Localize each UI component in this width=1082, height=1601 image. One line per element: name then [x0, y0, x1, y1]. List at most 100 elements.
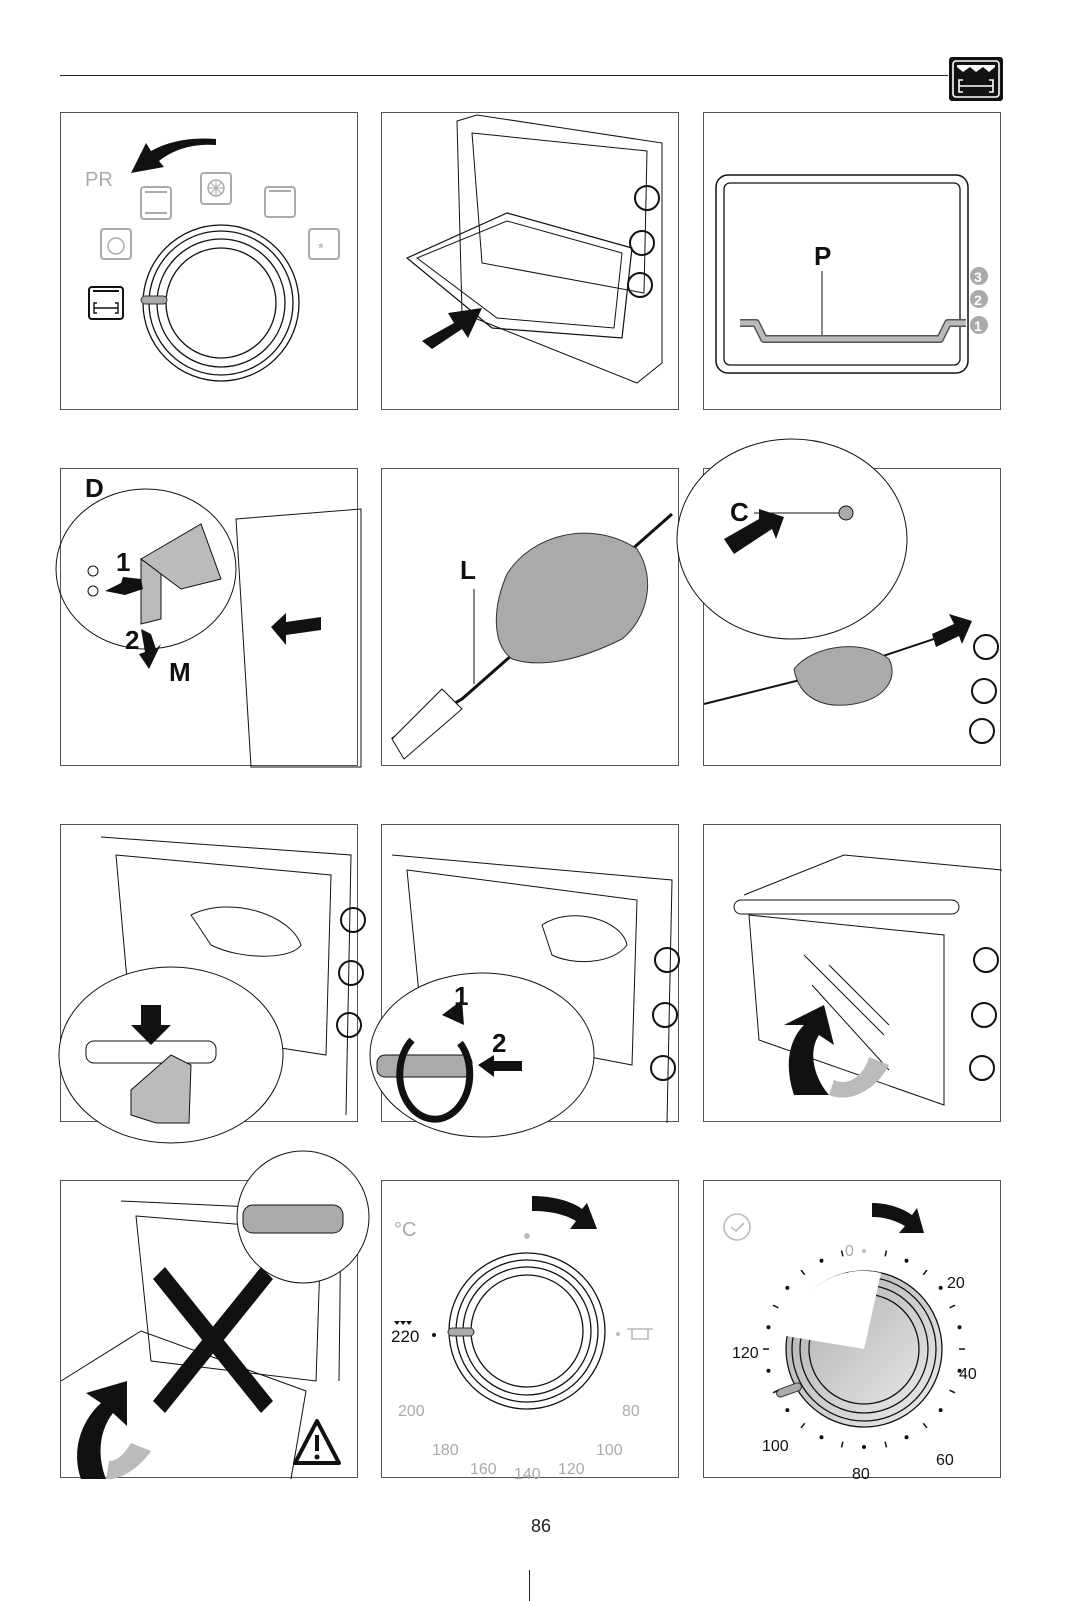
pull-arrow — [478, 1055, 522, 1077]
page-number-tick — [529, 1570, 530, 1601]
chicken — [495, 532, 649, 664]
timer-tick — [957, 1368, 962, 1373]
insert-arrow — [105, 577, 143, 595]
temp-label-100: 100 — [596, 1442, 623, 1459]
timer-tick — [766, 1368, 771, 1373]
push-arrow — [932, 614, 972, 647]
timer-tick — [884, 1441, 888, 1448]
label-p: P — [814, 241, 831, 271]
svg-text:1: 1 — [974, 318, 982, 334]
rotisserie-icon — [88, 286, 124, 320]
temp-label-160: 160 — [470, 1461, 497, 1478]
timer-tick — [904, 1435, 909, 1440]
temp-label-180: 180 — [432, 1442, 459, 1459]
down-arrow — [139, 629, 161, 669]
fan-grill-icon — [100, 228, 132, 260]
insert-arrow — [724, 509, 784, 554]
fan-icon — [200, 172, 232, 205]
timer-label-0: 0 — [845, 1243, 854, 1260]
label-pr: PR — [85, 169, 113, 191]
svg-text:3: 3 — [974, 269, 982, 285]
timer-tick — [922, 1422, 928, 1429]
label-l: L — [460, 555, 476, 585]
clockwise-arrow — [532, 1196, 597, 1229]
panel-remove-handle: 1 2 — [369, 824, 680, 1138]
timer-tick — [785, 1285, 790, 1290]
timer-tick — [922, 1269, 928, 1276]
timer-tick — [904, 1258, 909, 1263]
timer-tick — [957, 1325, 962, 1330]
step-1-label: 1 — [116, 547, 130, 577]
timer-tick — [800, 1422, 806, 1429]
timer-tick — [772, 1304, 779, 1309]
top-heat-icon — [264, 186, 296, 218]
temp-label-140: 140 — [514, 1466, 541, 1483]
shelf-level-1: 1 — [970, 316, 988, 334]
clock-icon — [723, 1213, 751, 1241]
defrost-icon: * — [308, 228, 340, 260]
page-number: 86 — [530, 1516, 552, 1536]
counter-clockwise-arrow — [131, 138, 216, 173]
timer-tick — [766, 1325, 771, 1330]
timer-tick — [819, 1435, 824, 1440]
clockwise-arrow — [872, 1203, 924, 1233]
timer-label-120: 120 — [732, 1345, 759, 1362]
support-arrow — [271, 613, 321, 645]
svg-text:2: 2 — [974, 292, 982, 308]
timer-tick — [819, 1258, 824, 1263]
timer-knob[interactable] — [775, 1270, 943, 1428]
temp-label-200: 200 — [398, 1403, 425, 1420]
panel-fit-support: D 1 2 M — [55, 468, 362, 768]
label-c: C — [730, 497, 749, 527]
panel-door-warning — [60, 1150, 370, 1480]
panel-spit-chicken: L — [381, 468, 679, 766]
rotate-arrow — [442, 1000, 464, 1025]
thermostat-knob[interactable] — [447, 1252, 606, 1410]
panel-close-door — [703, 824, 1003, 1122]
grill-rotisserie-mode-icon — [949, 57, 1003, 101]
timer-tick — [949, 1389, 956, 1394]
step-1-label: 1 — [454, 981, 468, 1011]
timer-tick — [949, 1304, 956, 1309]
timer-label-80: 80 — [852, 1466, 870, 1483]
header-rule — [60, 75, 948, 76]
timer-tick — [862, 1249, 866, 1253]
temp-label-80: 80 — [622, 1403, 640, 1420]
timer-ticks — [763, 1249, 965, 1449]
temp-label-120: 120 — [558, 1461, 585, 1478]
panel-insert-tray — [381, 112, 679, 410]
unit-label: °C — [394, 1219, 416, 1241]
conventional-icon — [140, 186, 172, 220]
panel-shelf-positions: P 3 2 1 — [703, 112, 1001, 410]
panel-rest-spit — [58, 824, 366, 1144]
close-arrow — [77, 1381, 127, 1479]
shelf-level-2: 2 — [970, 290, 988, 308]
no-cross — [153, 1267, 273, 1413]
timer-label-100: 100 — [762, 1438, 789, 1455]
timer-tick — [772, 1389, 779, 1394]
selector-knob[interactable] — [140, 224, 300, 382]
step-2-label: 2 — [125, 625, 139, 655]
down-arrow — [131, 1005, 171, 1045]
svg-text:*: * — [318, 240, 324, 257]
shelf-level-3: 3 — [970, 267, 988, 285]
timer-tick — [800, 1269, 806, 1276]
panel-thermostat-dial: °C 220 200 180 160 140 120 100 80 — [381, 1180, 679, 1483]
warning-icon — [293, 1419, 341, 1465]
chicken — [793, 646, 893, 706]
timer-tick — [840, 1441, 844, 1448]
grill-temp-label: 220 — [391, 1327, 419, 1346]
label-d: D — [85, 473, 104, 503]
timer-label-40: 40 — [959, 1366, 977, 1383]
timer-tick — [840, 1250, 844, 1257]
timer-tick — [938, 1408, 943, 1413]
push-in-arrow — [422, 308, 482, 349]
panel-timer-dial: 0 20 40 60 80 100 120 — [703, 1180, 1001, 1483]
close-arrow — [784, 1005, 834, 1095]
timer-label-20: 20 — [947, 1275, 965, 1292]
timer-tick — [884, 1250, 888, 1257]
label-m: M — [169, 657, 191, 687]
timer-tick — [862, 1445, 866, 1449]
panel-selector-dial: PR * — [60, 112, 358, 410]
timer-tick — [785, 1408, 790, 1413]
